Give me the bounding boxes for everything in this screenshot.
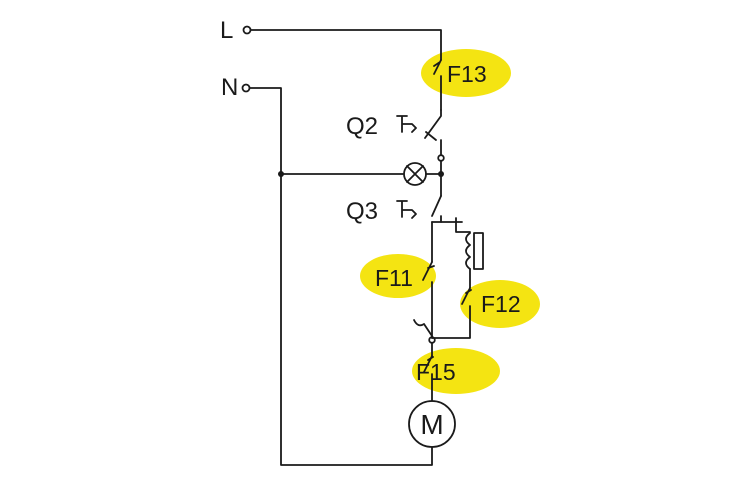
coil-lead (455, 217, 471, 233)
f15-label: F15 (416, 359, 456, 385)
f11-contact (422, 261, 435, 339)
terminal-l-label: L (220, 17, 233, 44)
f13-highlight (421, 49, 511, 97)
manual-actuator-icon (413, 319, 433, 337)
f15-contact (423, 355, 434, 402)
q3-button-icon (396, 200, 417, 219)
motor-label: M (420, 409, 443, 440)
q3-label: Q3 (346, 198, 378, 225)
f12-highlight (460, 280, 540, 328)
coil-winding (465, 232, 471, 270)
f12-label: F12 (481, 291, 521, 317)
relay-coil-icon (473, 232, 484, 270)
f11-label: F11 (375, 265, 413, 291)
q2-button-icon (396, 115, 417, 133)
q2-terminal-icon (437, 154, 445, 162)
f12-contact (431, 287, 472, 339)
q2-label: Q2 (346, 113, 378, 140)
q2-contact (424, 109, 442, 156)
f13-label: F13 (447, 61, 487, 87)
f15-highlight (412, 348, 500, 394)
wire-n (248, 87, 433, 466)
q3-contact (431, 195, 442, 223)
motor-circle-icon (408, 400, 456, 448)
terminal-n-icon (241, 83, 251, 93)
junction-terminal-icon (428, 336, 436, 344)
lamp-cross (406, 165, 424, 183)
wire-l (249, 29, 442, 61)
terminal-n-label: N (221, 74, 238, 101)
f13-contact (433, 59, 442, 111)
terminal-l-icon (242, 25, 252, 35)
f11-highlight (360, 254, 436, 298)
